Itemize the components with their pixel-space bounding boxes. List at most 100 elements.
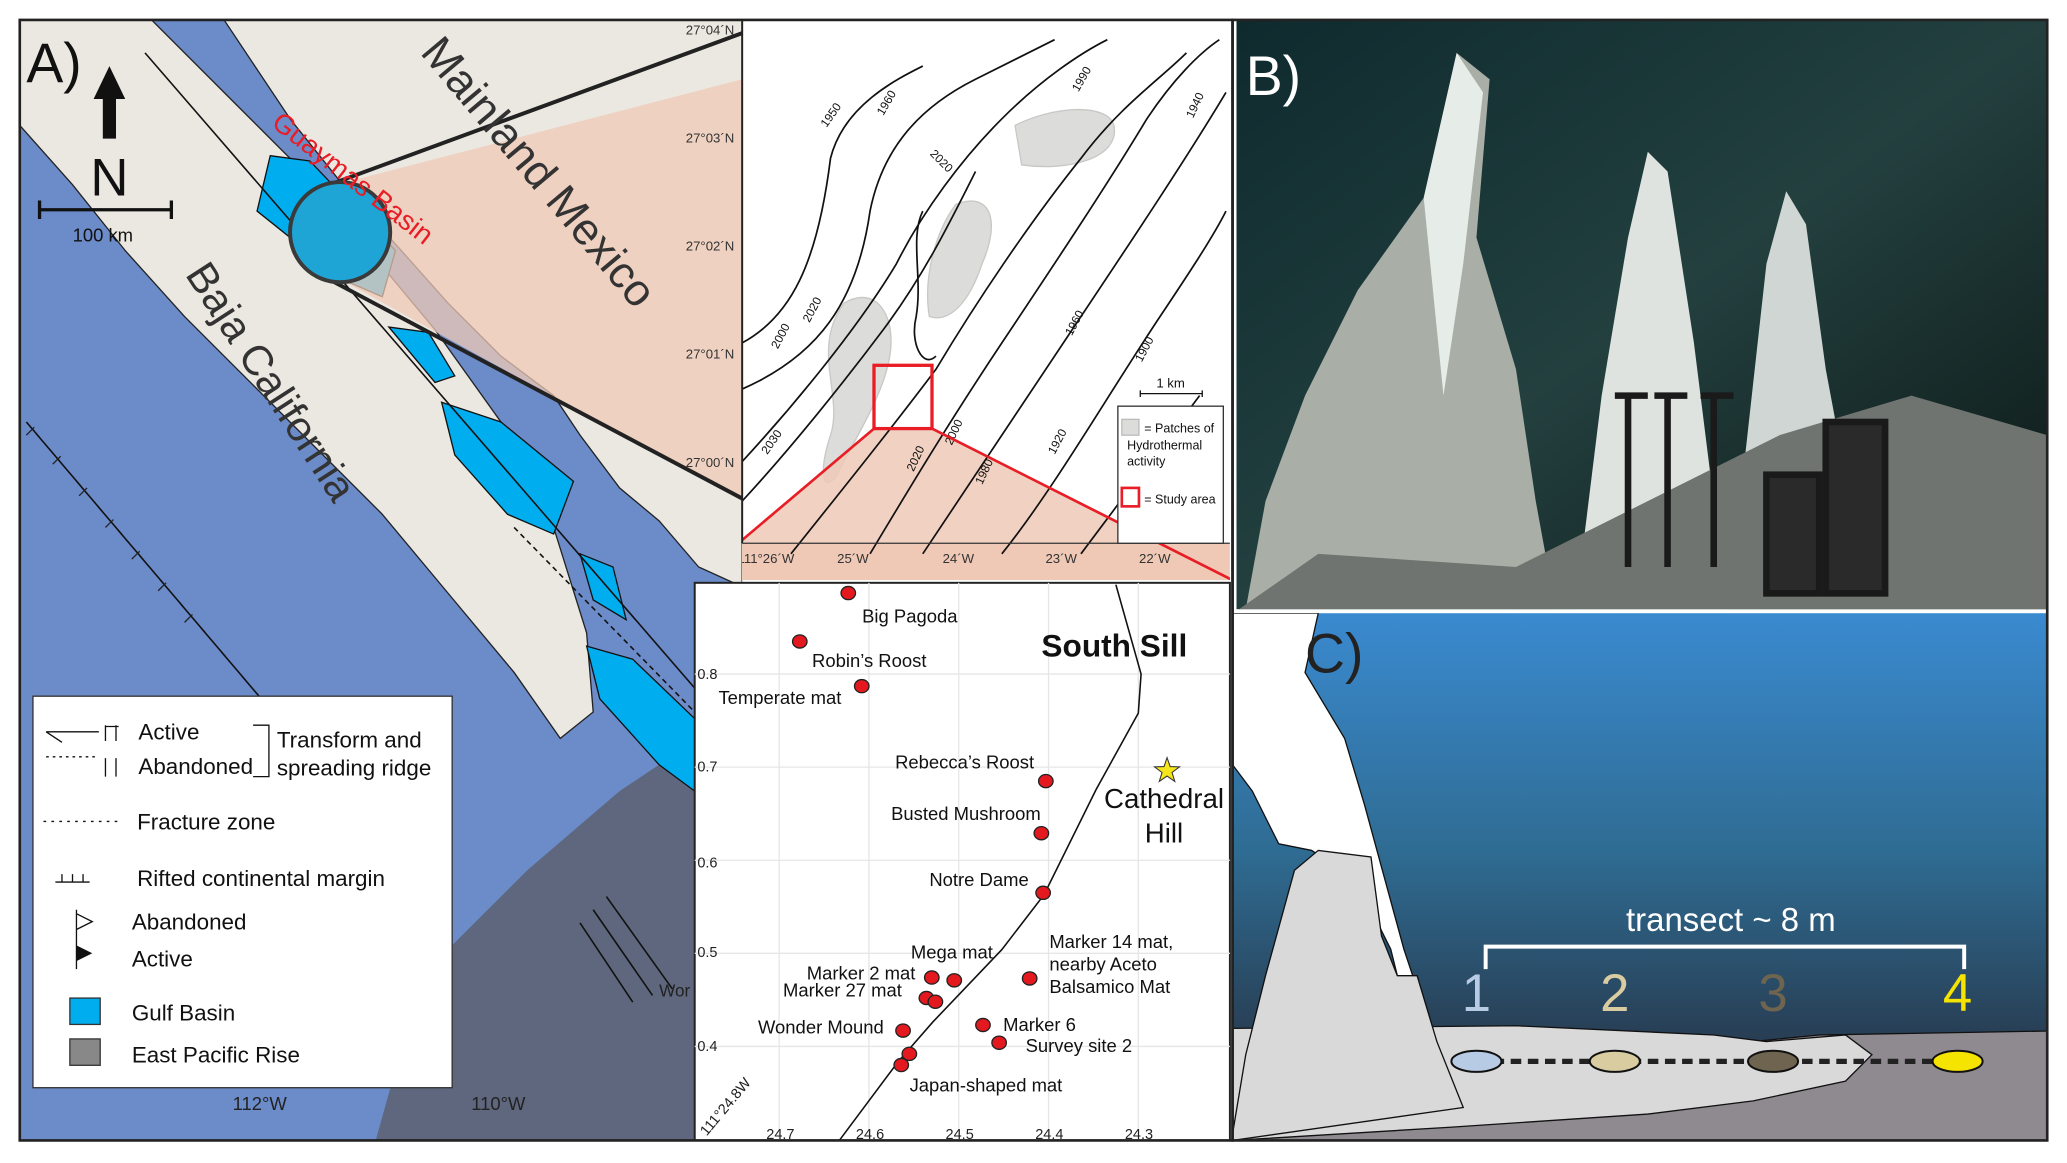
svg-text:Active: Active xyxy=(138,720,199,745)
inset-legend: = Patches of Hydrothermal activity = Stu… xyxy=(1117,405,1224,544)
transect-bracket xyxy=(1483,944,1967,970)
transect-label: transect ~ 8 m xyxy=(1626,901,1836,938)
station-marker xyxy=(1588,1049,1641,1073)
station-marker xyxy=(1450,1049,1503,1073)
svg-text:27°02´N: 27°02´N xyxy=(686,239,734,254)
panel-b-label: B) xyxy=(1246,45,1301,107)
station-number: 2 xyxy=(1600,964,1629,1023)
cathedral-hill-star-icon xyxy=(1152,756,1182,783)
transect-stations: 1 2 3 4 xyxy=(1450,964,1984,1073)
svg-text:27°01´N: 27°01´N xyxy=(686,347,734,362)
regional-map: A) N 100 km Mainland Mexico Baja Califor… xyxy=(19,19,743,1141)
sampling-equipment xyxy=(1614,392,1889,597)
svg-text:Transform and: Transform and xyxy=(277,728,422,753)
station-number: 1 xyxy=(1462,964,1491,1023)
vent-site-point xyxy=(1021,971,1038,986)
svg-text:spreading ridge: spreading ridge xyxy=(277,755,431,780)
svg-text:Robin’s Roost: Robin’s Roost xyxy=(812,650,926,671)
lon-110: 110°W xyxy=(471,1093,526,1114)
vent-site-point xyxy=(946,973,963,988)
inset-scale-label: 1 km xyxy=(1156,376,1185,391)
subduction-teeth xyxy=(25,426,193,623)
panel-a-label: A) xyxy=(26,32,81,94)
svg-text:= Study area: = Study area xyxy=(1144,493,1215,507)
svg-text:Big Pagoda: Big Pagoda xyxy=(862,605,958,626)
svg-text:0.4: 0.4 xyxy=(697,1039,717,1055)
svg-text:Abandoned: Abandoned xyxy=(138,754,253,779)
panel-c-label: C) xyxy=(1305,622,1363,684)
vent-site-point xyxy=(893,1057,910,1073)
svg-text:23´W: 23´W xyxy=(1045,551,1077,566)
svg-text:Marker 27 mat: Marker 27 mat xyxy=(783,980,902,1001)
svg-text:Marker 6: Marker 6 xyxy=(1003,1014,1076,1035)
station-marker xyxy=(1746,1049,1800,1073)
vent-sites xyxy=(791,585,1054,1073)
svg-text:Japan-shaped mat: Japan-shaped mat xyxy=(910,1075,1063,1096)
vent-site-point xyxy=(1035,885,1052,901)
vent-site-point xyxy=(853,678,870,694)
svg-text:Rebecca’s Roost: Rebecca’s Roost xyxy=(895,752,1034,773)
north-label: N xyxy=(90,148,128,207)
vent-site-point xyxy=(1037,773,1054,789)
transect-diagram: transect ~ 8 m 1 2 3 4 C) xyxy=(1232,613,2048,1141)
svg-text:= Patches of: = Patches of xyxy=(1144,422,1214,436)
station-number: 4 xyxy=(1943,964,1972,1023)
svg-text:Marker 2 mat: Marker 2 mat xyxy=(807,963,916,984)
scale-bar xyxy=(37,200,174,219)
svg-text:Wonder Mound: Wonder Mound xyxy=(758,1017,884,1038)
hydrothermal-patches xyxy=(822,108,1116,484)
bathymetry-inset: 1950 1960 2020 1990 1940 2000 2020 1960 … xyxy=(738,19,1230,581)
east-pacific-rise-area xyxy=(375,738,743,1141)
vent-site-point xyxy=(923,970,940,985)
svg-text:24´W: 24´W xyxy=(943,551,975,566)
vent-site-point xyxy=(1033,825,1050,841)
svg-text:0.8: 0.8 xyxy=(697,667,717,683)
svg-text:0.6: 0.6 xyxy=(697,856,717,872)
north-arrow-icon xyxy=(93,66,126,139)
svg-text:0.7: 0.7 xyxy=(697,759,717,775)
plot-grid xyxy=(694,582,1230,1141)
svg-text:activity: activity xyxy=(1127,454,1166,468)
vent-site-point xyxy=(901,1046,918,1062)
chimney-left xyxy=(1245,52,1556,610)
svg-text:Temperate mat: Temperate mat xyxy=(718,687,841,708)
svg-text:27°04´N: 27°04´N xyxy=(686,22,734,37)
epr-swatch xyxy=(69,1038,101,1066)
svg-text:0.5: 0.5 xyxy=(697,945,717,961)
y-tick-labels: 0.8 0.7 0.6 0.5 0.4 xyxy=(697,667,717,1055)
inset-projection xyxy=(336,79,743,502)
gulf-basin-swatch xyxy=(69,997,101,1026)
svg-text:111°26´W: 111°26´W xyxy=(738,551,795,566)
svg-text:Mega mat: Mega mat xyxy=(911,942,993,963)
svg-text:East Pacific Rise: East Pacific Rise xyxy=(132,1043,300,1068)
svg-text:Hydrothermal: Hydrothermal xyxy=(1127,439,1202,453)
vent-site-point xyxy=(840,585,857,601)
svg-text:Rifted continental margin: Rifted continental margin xyxy=(137,866,385,891)
cathedral-hill-label: Cathedral xyxy=(1104,783,1224,814)
svg-text:Marker 14 mat,: Marker 14 mat, xyxy=(1049,931,1173,952)
svg-text:Balsamico Mat: Balsamico Mat xyxy=(1049,976,1170,997)
svg-text:Survey site 2: Survey site 2 xyxy=(1026,1035,1133,1056)
svg-text:Notre Dame: Notre Dame xyxy=(929,869,1028,890)
study-area-box xyxy=(872,363,934,431)
inset-zoom-wedge xyxy=(742,428,1230,581)
south-sill-label: South Sill xyxy=(1041,628,1187,664)
chimney xyxy=(1232,849,1465,1141)
bathymetry-contours xyxy=(742,38,1227,555)
svg-text:Busted Mushroom: Busted Mushroom xyxy=(891,803,1041,824)
svg-text:25´W: 25´W xyxy=(837,551,869,566)
svg-text:Gulf Basin: Gulf Basin xyxy=(132,1000,235,1025)
station-number: 3 xyxy=(1758,964,1787,1023)
vent-site-point xyxy=(975,1017,991,1033)
site-labels: Big Pagoda Robin’s Roost Temperate mat R… xyxy=(718,605,1173,1095)
study-region-circle xyxy=(288,180,393,285)
svg-text:22´W: 22´W xyxy=(1139,551,1171,566)
cathedral-hill-label-2: Hill xyxy=(1145,818,1183,849)
svg-text:Active: Active xyxy=(132,946,193,971)
station-marker xyxy=(1931,1049,1984,1073)
svg-text:27°00´N: 27°00´N xyxy=(686,455,734,470)
vent-site-point xyxy=(927,994,944,1009)
svg-text:Abandoned: Abandoned xyxy=(132,910,247,935)
site-plot: 24.7 24.6 24.5 24.4 24.3 0.8 0.7 0.6 0.5… xyxy=(693,581,1231,1143)
